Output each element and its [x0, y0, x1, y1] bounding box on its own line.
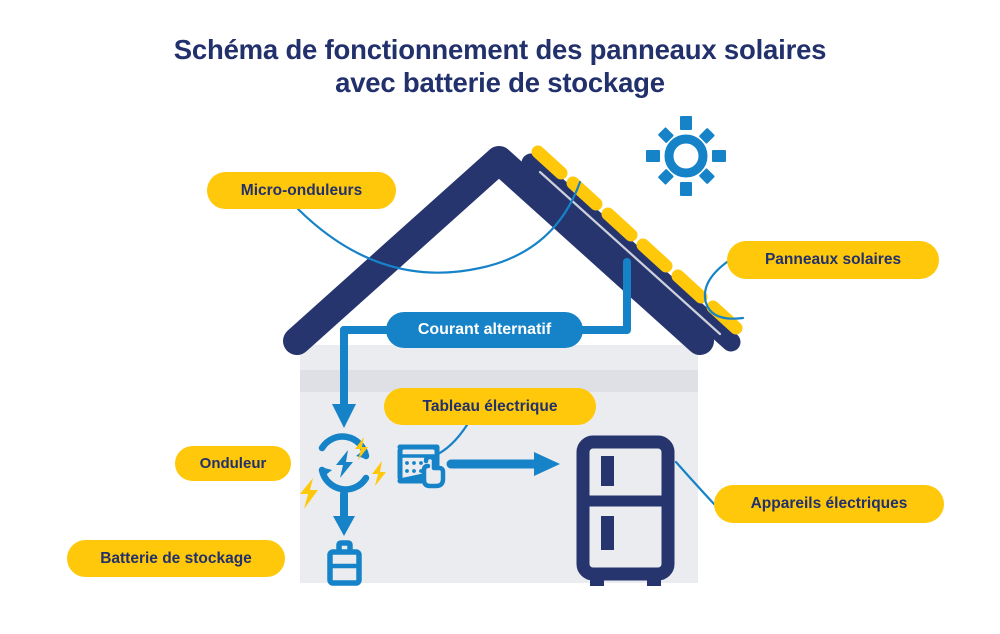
panel-to-inverter-cable [579, 258, 631, 334]
label-batterie-de-stockage[interactable]: Batterie de stockage [67, 540, 285, 577]
connector-panneaux-solaires [703, 260, 745, 320]
connector-appareils-electriques [674, 460, 716, 506]
house-roof-icon [283, 146, 714, 355]
refrigerator-icon [576, 435, 675, 586]
solar-panel-icon [521, 145, 743, 352]
ac-to-inverter-cable [332, 326, 390, 428]
inverter-icon [300, 433, 386, 509]
connector-micro-onduleurs [296, 180, 582, 274]
page-title-line2: avec batterie de stockage [335, 67, 665, 98]
page-title: Schéma de fonctionnement des panneaux so… [0, 33, 1000, 99]
panel-to-appliances-arrow-icon [446, 452, 560, 476]
label-appareils-electriques[interactable]: Appareils électriques [714, 485, 944, 523]
battery-icon [327, 540, 362, 586]
label-tableau-electrique[interactable]: Tableau électrique [384, 388, 596, 425]
label-courant-alternatif[interactable]: Courant alternatif [386, 312, 583, 348]
inverter-to-battery-arrow-icon [333, 490, 355, 536]
label-onduleur[interactable]: Onduleur [175, 446, 291, 481]
page-title-line1: Schéma de fonctionnement des panneaux so… [173, 34, 827, 65]
house-body [300, 345, 698, 583]
label-micro-onduleurs[interactable]: Micro-onduleurs [207, 172, 396, 209]
sun-icon [646, 116, 726, 196]
label-panneaux-solaires[interactable]: Panneaux solaires [727, 241, 939, 279]
connector-tableau-electrique [432, 423, 469, 458]
